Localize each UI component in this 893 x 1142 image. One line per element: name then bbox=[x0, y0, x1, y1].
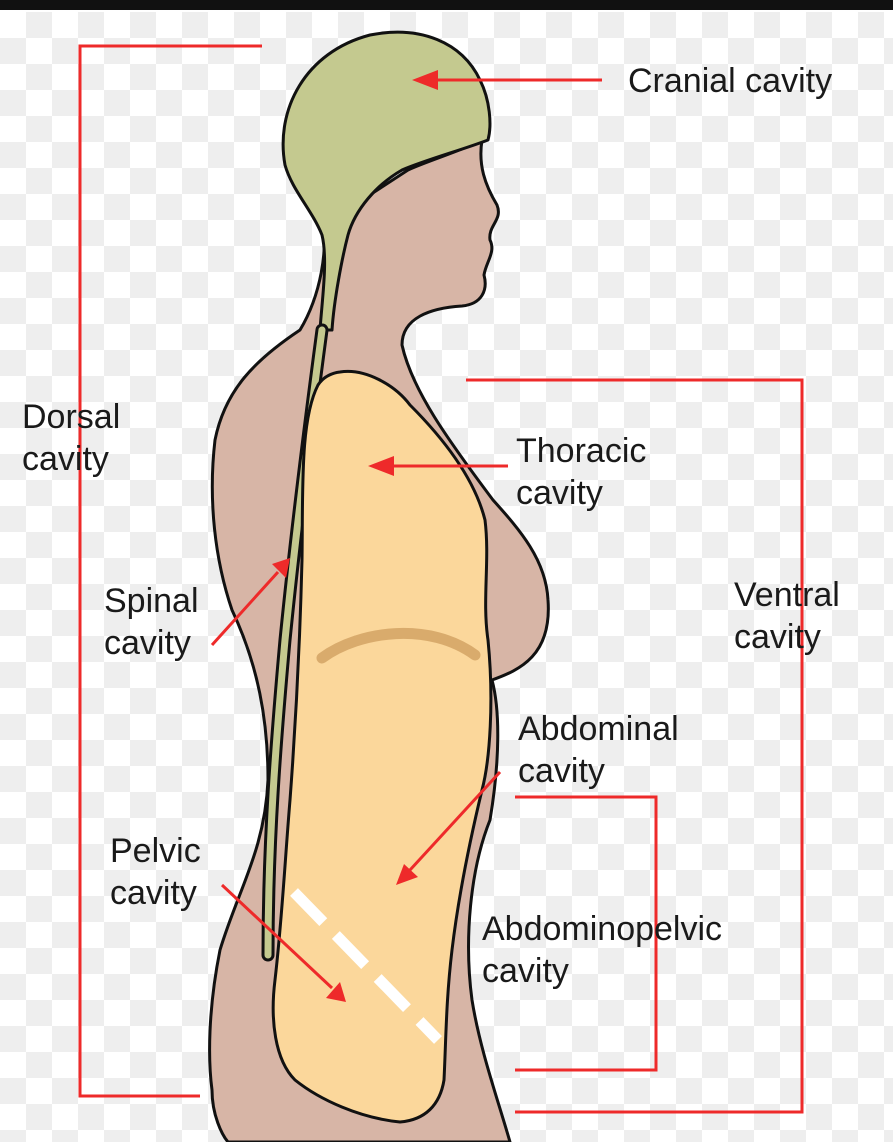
label-abdominal-line1: Abdominal bbox=[518, 710, 679, 748]
label-thoracic-line2: cavity bbox=[516, 474, 603, 512]
label-ventral-line1: Ventral bbox=[734, 576, 840, 614]
label-thoracic-line1: Thoracic bbox=[516, 432, 646, 470]
label-cranial-cavity: Cranial cavity bbox=[628, 62, 832, 100]
top-border bbox=[0, 0, 893, 10]
label-dorsal-line2: cavity bbox=[22, 440, 109, 478]
label-pelvic-line1: Pelvic bbox=[110, 832, 201, 870]
label-abdominal-line2: cavity bbox=[518, 752, 605, 790]
label-abdominopelvic-line2: cavity bbox=[482, 952, 569, 990]
label-pelvic-line2: cavity bbox=[110, 874, 197, 912]
label-abdominopelvic-line1: Abdominopelvic bbox=[482, 910, 722, 948]
label-spinal-line2: cavity bbox=[104, 624, 191, 662]
label-dorsal-line1: Dorsal bbox=[22, 398, 120, 436]
label-spinal-line1: Spinal bbox=[104, 582, 199, 620]
label-ventral-line2: cavity bbox=[734, 618, 821, 656]
